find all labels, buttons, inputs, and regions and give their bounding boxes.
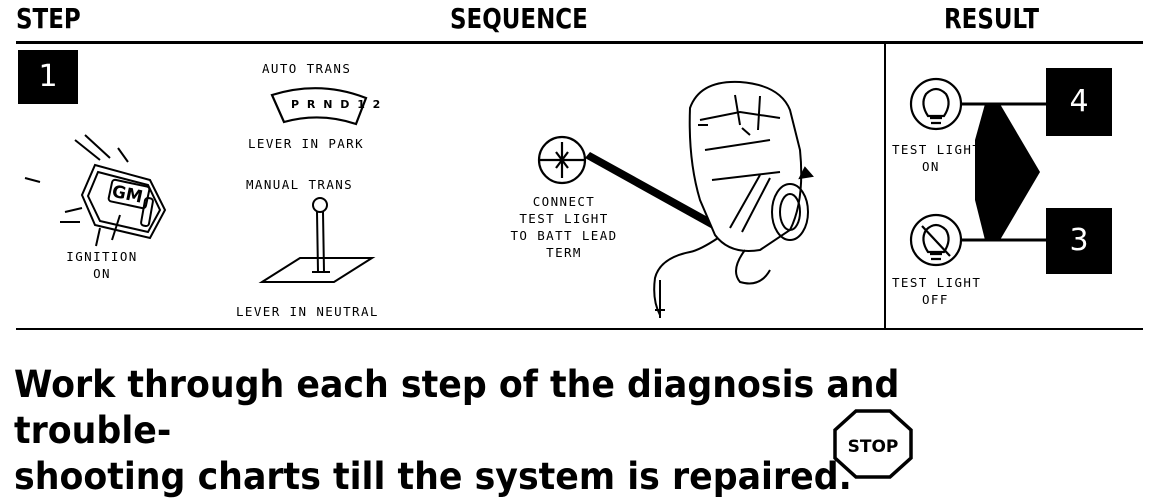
label-connect-test-light: CONNECT TEST LIGHT TO BATT LEAD TERM	[494, 193, 634, 261]
label-connect-line4: TERM	[546, 245, 582, 260]
alternator-illustration	[653, 80, 814, 318]
header-sequence: SEQUENCE	[450, 2, 588, 35]
stop-sign-label: STOP	[848, 437, 899, 457]
manual-shift-lever-icon	[258, 197, 376, 283]
top-rule	[16, 41, 1143, 44]
header-result: RESULT	[944, 2, 1040, 35]
test-light-probe-icon	[537, 135, 587, 185]
label-ignition-line2: ON	[93, 266, 111, 281]
leader-line	[585, 152, 724, 232]
gear-positions-text: P R N D 1 2	[291, 98, 382, 111]
label-connect-line3: TO BATT LEAD	[510, 228, 618, 243]
label-auto-trans: AUTO TRANS	[262, 61, 352, 76]
step-number-badge: 1	[18, 50, 78, 104]
stop-sign-icon: STOP	[833, 409, 913, 479]
label-connect-line1: CONNECT	[532, 194, 596, 209]
label-light-on-line2: ON	[922, 159, 940, 174]
header-step: STEP	[16, 2, 81, 35]
instruction-caption: Work through each step of the diagnosis …	[14, 362, 1067, 500]
bulb-off-icon	[909, 213, 963, 267]
caption-text: Work through each step of the diagnosis …	[14, 363, 900, 498]
label-ignition-line1: IGNITION	[66, 249, 138, 264]
result-divider	[884, 44, 886, 328]
bottom-rule	[16, 328, 1143, 330]
label-test-light-off: TEST LIGHT OFF	[892, 274, 1002, 308]
label-light-off-line2: OFF	[922, 292, 949, 307]
next-step-4-badge: 4	[1046, 68, 1112, 136]
label-connect-line2: TEST LIGHT	[519, 211, 609, 226]
gear-indicator-icon: P R N D 1 2	[270, 87, 382, 126]
next-step-3-badge: 3	[1046, 208, 1112, 274]
bulb-on-icon	[909, 77, 963, 131]
ignition-switch-icon: GM	[24, 134, 167, 247]
label-test-light-on: TEST LIGHT ON	[892, 141, 984, 175]
label-lever-in-park: LEVER IN PARK	[248, 136, 365, 151]
label-manual-trans: MANUAL TRANS	[246, 177, 354, 192]
label-light-off-line1: TEST LIGHT	[892, 275, 982, 290]
branch-arrow-icon	[975, 104, 1040, 240]
label-light-on-line1: TEST LIGHT	[892, 142, 982, 157]
result-branch-lines	[961, 102, 1046, 242]
label-lever-in-neutral: LEVER IN NEUTRAL	[236, 304, 379, 319]
label-ignition-on: IGNITION ON	[58, 248, 146, 282]
